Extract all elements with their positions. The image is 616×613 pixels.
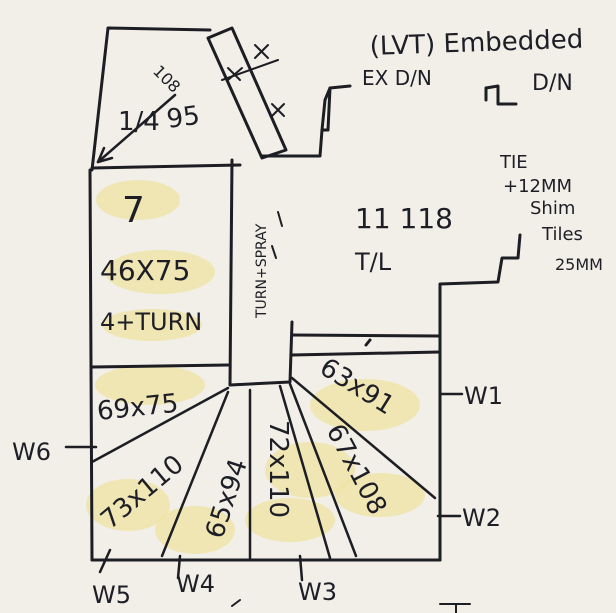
- winder-size-w3: 72x110: [263, 420, 293, 518]
- header-title: (LVT) Embedded: [369, 25, 584, 62]
- tile-note-line: Tiles: [541, 224, 583, 245]
- w2-label: W2: [462, 504, 501, 532]
- bottom-edge-marks: [231, 599, 471, 613]
- winder-size-w4: 65x94: [200, 455, 254, 542]
- tile-note-line: 25MM: [555, 255, 603, 274]
- turn-spray-label: TURN+SPRAY: [254, 223, 270, 319]
- tile-note-line: TIE: [499, 152, 528, 173]
- top-winder-width: 95: [165, 101, 202, 135]
- highlight-marks: [86, 180, 425, 554]
- landing-step-number: 7: [122, 190, 145, 231]
- w3-label: W3: [298, 578, 337, 606]
- stair-outline: [88, 26, 522, 562]
- top-winder-depth: 108: [149, 61, 184, 96]
- w6-label: W6: [12, 438, 51, 466]
- landing-turn-note: 4+TURN: [100, 308, 202, 336]
- w1-label: W1: [464, 382, 503, 410]
- turn-dashes: [271, 211, 283, 259]
- w4-label: W4: [176, 570, 215, 598]
- arrow-icon: [96, 93, 177, 164]
- ex-door-label: EX D/N: [362, 66, 432, 90]
- w5-label: W5: [92, 581, 131, 609]
- door-right-label: D/N: [532, 71, 573, 96]
- winder-lines: [64, 376, 464, 582]
- tile-note: TIE +12MM Shim Tiles 25MM: [499, 152, 603, 274]
- flight-note: T/L: [354, 248, 392, 276]
- top-winder-fraction: 1/4: [118, 107, 160, 137]
- tile-note-line: +12MM: [503, 176, 572, 197]
- tile-note-line: Shim: [530, 198, 575, 219]
- rail-tick-marks: [221, 44, 285, 117]
- flight-step-count: 11 118: [355, 202, 453, 235]
- landing-size: 46X75: [100, 254, 190, 287]
